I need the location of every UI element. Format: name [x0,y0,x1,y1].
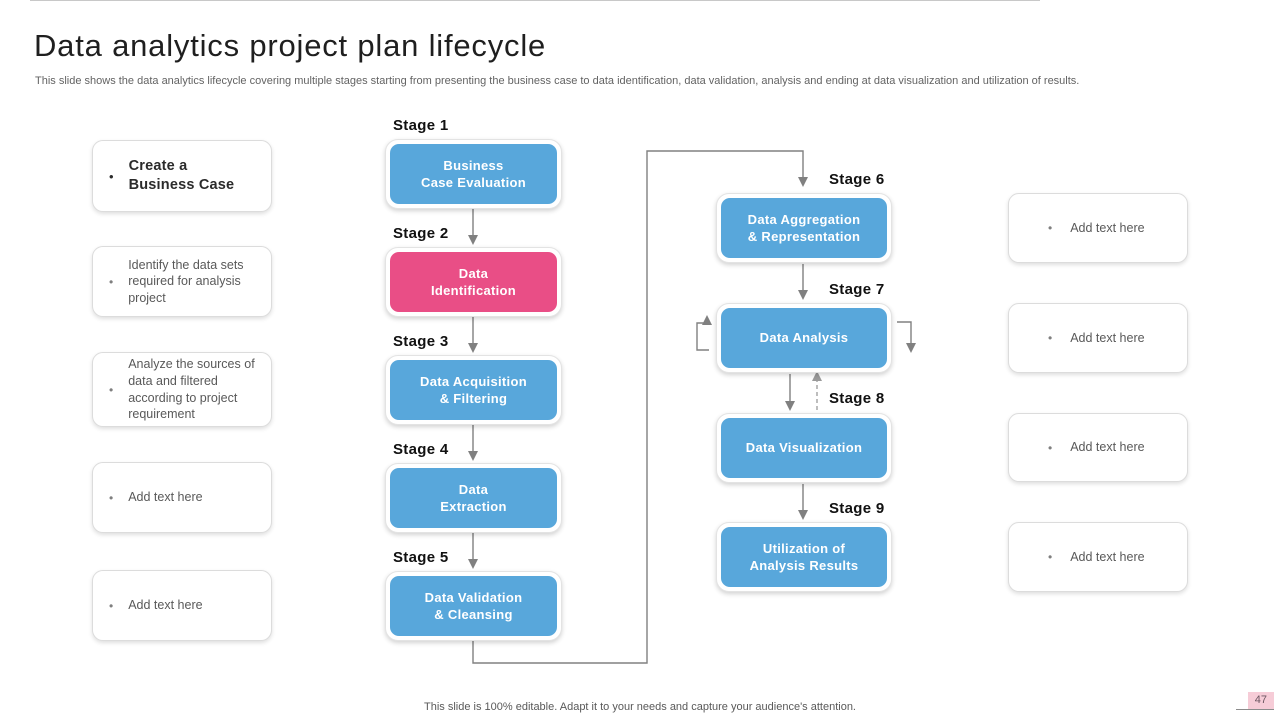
stage-box-data-validation-cleansing: Data Validation & Cleansing [385,571,562,641]
stage-label-7: Stage 7 [829,281,885,298]
placeholder-box-1[interactable]: • Add text here [1008,193,1188,263]
note-text: Create a Business Case [128,158,235,193]
bullet-icon: • [109,598,114,613]
note-box-create-business-case: • Create a Business Case [92,140,272,212]
stage-box-data-acquisition-filtering: Data Acquisition & Filtering [385,355,562,425]
stage-label-5: Stage 5 [393,549,449,566]
footer-note: This slide is 100% editable. Adapt it to… [424,701,856,713]
placeholder-box-4[interactable]: • Add text here [1008,522,1188,592]
stage-box-data-visualization: Data Visualization [716,413,892,483]
stage-text-line: Data Validation [424,589,523,605]
bullet-icon: • [1048,221,1053,235]
note-text: Add text here [128,490,203,505]
stage-text-line: Business [443,157,504,173]
bullet-icon: • [1048,440,1053,455]
stage-text-line: & Cleansing [434,607,513,622]
note-text: Analyze the sources of data and filtered… [128,357,255,422]
note-text: Identify the data sets required for anal… [128,257,244,305]
note-box-identify-data-sets: • Identify the data sets required for an… [92,246,272,317]
stage-box-data-aggregation-representation: Data Aggregation & Representation [716,193,892,263]
page-title: Data analytics project plan lifecycle [34,28,547,63]
placeholder-text: Add text here [1070,330,1145,345]
bullet-icon: • [109,168,114,184]
stage-text-line: Data Acquisition [420,373,527,389]
slide-top-edge-line [30,0,1040,1]
stage-text-line: Data Aggregation [747,211,861,227]
bullet-icon: • [1048,331,1053,345]
stage-text-line: Data Analysis [759,330,849,346]
stage-label-4: Stage 4 [393,441,449,458]
stage-text-line: Case Evaluation [421,175,526,190]
stage-box-data-analysis: Data Analysis [716,303,892,373]
stage-box-utilization-analysis-results: Utilization of Analysis Results [716,522,892,592]
stage-text-line: Data Visualization [745,440,863,456]
stage-text-line: Analysis Results [749,558,859,573]
page-number-underline: 47 [1236,690,1274,710]
stage-label-1: Stage 1 [393,117,449,134]
stage-text-line: Identification [430,283,517,298]
stage-label-3: Stage 3 [393,333,449,350]
bullet-icon: • [1048,550,1053,564]
note-box-add-text-1[interactable]: • Add text here [92,462,272,533]
placeholder-box-2[interactable]: • Add text here [1008,303,1188,373]
stage-text-line: & Filtering [439,391,508,406]
bullet-icon: • [109,490,114,505]
stage-text-line: Data [458,265,489,281]
note-text: Add text here [128,598,203,613]
stage-label-8: Stage 8 [829,390,885,407]
stage-text-line: Data [458,481,489,497]
placeholder-text: Add text here [1070,549,1145,564]
stage-text-line: Extraction [440,499,507,514]
slide-subtitle: This slide shows the data analytics life… [35,75,1080,87]
stage-label-6: Stage 6 [829,171,885,188]
stage-label-9: Stage 9 [829,500,885,517]
placeholder-text: Add text here [1070,220,1145,235]
placeholder-box-3[interactable]: • Add text here [1008,413,1188,482]
page-number-badge: 47 [1247,692,1274,709]
note-box-add-text-2[interactable]: • Add text here [92,570,272,641]
bullet-icon: • [109,382,114,397]
stage-label-2: Stage 2 [393,225,449,242]
bullet-icon: • [109,274,114,289]
stage-text-line: Utilization of [762,540,846,556]
note-box-analyze-sources: • Analyze the sources of data and filter… [92,352,272,427]
placeholder-text: Add text here [1070,440,1145,455]
stage-text-line: & Representation [747,229,861,244]
